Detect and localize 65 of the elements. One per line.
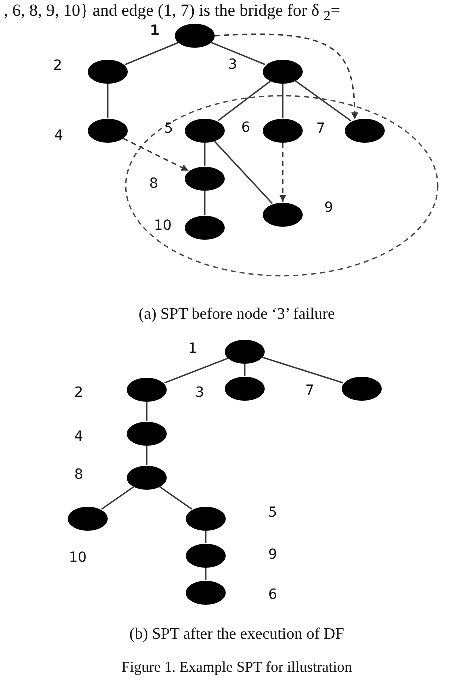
tree-edge: [160, 486, 192, 510]
node-number: 4: [74, 429, 84, 445]
dashed-arrow: [214, 34, 358, 120]
node-ellipse: [342, 377, 382, 401]
dashed-arrow: [123, 138, 189, 172]
node-ellipse: [263, 60, 303, 84]
node-number: 6: [242, 120, 250, 136]
dashed-arrow: [280, 143, 286, 202]
tree-edge: [146, 446, 148, 465]
subfigure-caption: (b) SPT after the execution of DF: [130, 626, 344, 644]
node-number: 4: [54, 128, 64, 144]
node-ellipse: [185, 119, 225, 143]
node-number: 7: [316, 121, 326, 137]
node-ellipse: [345, 119, 385, 143]
node-ellipse: [186, 544, 226, 568]
node-ellipse: [185, 167, 225, 191]
node-number: 1: [188, 341, 198, 357]
text-fragment: , 6, 8, 9, 10} and edge (1, 7) is the bridge for δ $_{2}$=: [4, 2, 340, 24]
node-number: 2: [54, 58, 62, 74]
node-ellipse: [127, 378, 167, 402]
figure-caption: Figure 1. Example SPT for illustration: [122, 660, 352, 677]
node-ellipse: [263, 119, 303, 143]
tree-edge: [211, 42, 266, 66]
tree-edge: [295, 80, 352, 122]
tree-edge: [204, 143, 206, 166]
node-ellipse: [88, 60, 128, 84]
node-ellipse: [186, 581, 226, 605]
node-number: 6: [268, 587, 278, 603]
node-ellipse: [225, 377, 265, 401]
node-number: 1: [150, 23, 160, 39]
tree-edge: [282, 84, 284, 118]
tree-edge: [218, 80, 271, 122]
tree-edge: [146, 402, 148, 421]
tree-edge: [205, 531, 207, 543]
node-number: 9: [268, 547, 278, 563]
node-ellipse: [88, 119, 128, 143]
node-ellipse: [175, 24, 215, 48]
tree-edge: [262, 356, 344, 384]
node-number: 5: [164, 121, 174, 137]
node-number: 3: [228, 57, 238, 73]
node-ellipse: [186, 507, 226, 531]
node-number: 10: [69, 550, 87, 566]
node-number: 10: [154, 218, 172, 234]
node-ellipse: [68, 507, 108, 531]
node-ellipse: [127, 466, 167, 490]
tree-edge: [102, 486, 134, 510]
node-ellipse: [263, 203, 303, 227]
tree-edge: [214, 141, 274, 204]
node-number: 7: [306, 383, 314, 399]
tree-edge: [107, 84, 109, 118]
node-number: 9: [324, 200, 334, 216]
node-number: 8: [150, 176, 158, 192]
subfigure-caption: (a) SPT before node ‘3’ failure: [138, 306, 336, 324]
tree-edge: [164, 358, 228, 384]
node-ellipse: [225, 340, 265, 364]
tree-edge: [204, 191, 206, 215]
node-number: 5: [268, 505, 278, 521]
tree-edge: [125, 42, 179, 66]
node-ellipse: [127, 422, 167, 446]
tree-edge: [205, 568, 207, 580]
tree-edge: [244, 364, 246, 376]
node-ellipse: [185, 216, 225, 240]
node-number: 3: [196, 385, 204, 401]
node-number: 2: [74, 385, 84, 401]
node-number: 8: [74, 467, 84, 483]
